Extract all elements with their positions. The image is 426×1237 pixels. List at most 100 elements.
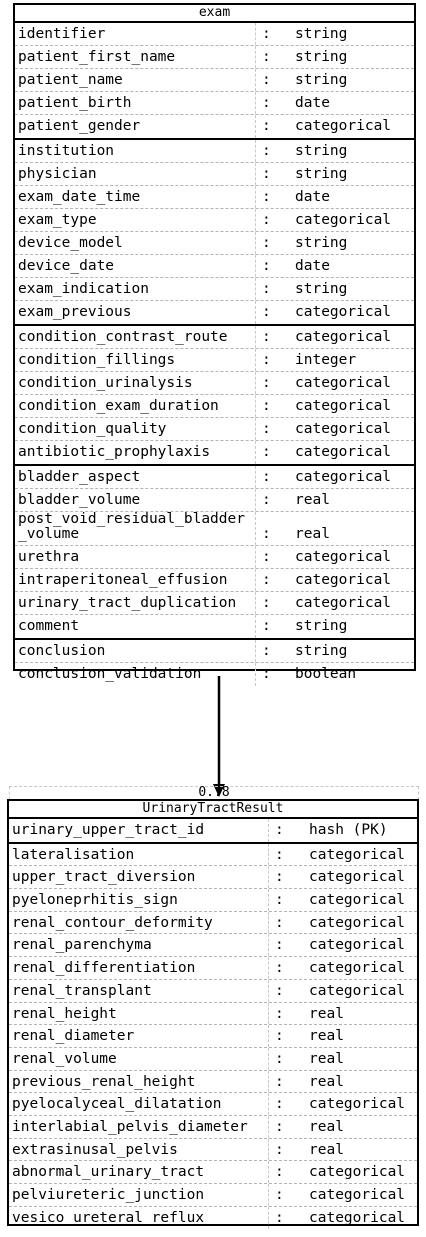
column-divider (255, 69, 256, 91)
attribute-name: identifier (18, 26, 106, 42)
type-separator: : (275, 937, 284, 954)
attribute-row: condition_contrast_route:categorical (15, 326, 414, 349)
column-divider (255, 326, 256, 348)
type-separator: : (275, 1141, 284, 1158)
type-separator: : (275, 1209, 284, 1226)
attribute-name: condition_fillings (18, 352, 176, 368)
column-divider (268, 1070, 269, 1093)
attribute-row: identifier:string (15, 23, 414, 46)
column-divider (255, 569, 256, 591)
attribute-row: previous_renal_height:real (9, 1070, 417, 1094)
column-divider (255, 255, 256, 277)
attribute-name: conclusion (18, 643, 106, 659)
attribute-type: string (295, 72, 348, 88)
attribute-name: renal_diameter (12, 1028, 135, 1045)
column-divider (268, 1138, 269, 1161)
attribute-row: renal_contour_deformity:categorical (9, 911, 417, 935)
attribute-type: real (309, 1005, 344, 1022)
column-divider (255, 512, 256, 545)
attribute-type: categorical (295, 444, 392, 460)
attribute-row: device_date:date (15, 255, 414, 278)
attribute-name: bladder_volume (18, 492, 141, 508)
attribute-name: condition_urinalysis (18, 375, 193, 391)
type-separator: : (262, 469, 271, 485)
attribute-row: pyelocalyceal_dilatation:categorical (9, 1093, 417, 1116)
attribute-name: urinary_upper_tract_id (12, 822, 205, 838)
type-separator: : (275, 982, 284, 999)
attribute-row: interlabial_pelvis_diameter:real (9, 1115, 417, 1139)
attribute-type: categorical (295, 118, 392, 134)
column-divider (255, 301, 256, 324)
column-divider (255, 615, 256, 638)
attribute-row: renal_transplant:categorical (9, 979, 417, 1003)
attribute-type: categorical (295, 595, 392, 611)
type-separator: : (275, 1187, 284, 1203)
column-divider (268, 957, 269, 979)
column-divider (255, 546, 256, 568)
type-separator: : (262, 549, 271, 565)
type-separator: : (262, 189, 271, 205)
attribute-type: categorical (309, 892, 406, 909)
attribute-row: vesico_ureteral_reflux:categorical (9, 1206, 417, 1230)
attribute-type: integer (295, 352, 357, 368)
attribute-type: real (309, 1028, 344, 1045)
attribute-name: urinary_tract_duplication (18, 595, 237, 611)
attribute-name: exam_previous (18, 304, 132, 320)
multiplicity-label: 0..8 (9, 786, 419, 800)
exam-table-title: exam (15, 5, 414, 23)
attribute-name: exam_type (18, 212, 97, 228)
type-separator: : (262, 572, 271, 588)
attribute-name: interlabial_pelvis_diameter (12, 1118, 248, 1135)
attribute-type: categorical (295, 375, 392, 391)
attribute-row: urinary_upper_tract_id:hash (PK) (9, 819, 417, 842)
attribute-row: exam_type:categorical (15, 209, 414, 232)
type-separator: : (275, 914, 284, 931)
type-separator: : (262, 595, 271, 611)
type-separator: : (262, 666, 271, 682)
column-divider (268, 1002, 269, 1025)
type-separator: : (262, 95, 271, 111)
attribute-group: identifier:string patient_first_name: stri… (15, 23, 414, 140)
type-separator: : (262, 492, 271, 508)
type-separator: : (262, 118, 271, 134)
column-divider (255, 278, 256, 300)
attribute-row: patient_birth:date (15, 92, 414, 115)
type-separator: : (262, 643, 271, 659)
attribute-row: pelviureteric_junction: categorical (9, 1184, 417, 1207)
column-divider (255, 372, 256, 394)
attribute-name: condition_contrast_route (18, 329, 228, 345)
type-separator: : (262, 352, 271, 368)
attribute-row: conclusion_validation:boolean (15, 663, 414, 686)
attribute-row: condition_quality:categorical (15, 418, 414, 441)
attribute-row: renal_parenchyma:categorical (9, 934, 417, 958)
attribute-type: categorical (309, 982, 406, 999)
attribute-name: patient_birth (18, 95, 132, 111)
attribute-type: string (295, 281, 348, 297)
attribute-name: device_date (18, 258, 115, 274)
attribute-row: extrasinusal_pelvis:real (9, 1138, 417, 1162)
type-separator: : (275, 846, 284, 863)
attribute-row: bladder_volume:real (15, 489, 414, 512)
column-divider (255, 663, 256, 686)
attribute-name: pyeloneprhitis_sign (12, 892, 178, 909)
attribute-row: pyeloneprhitis_sign:categorical (9, 889, 417, 912)
type-separator: : (262, 618, 271, 634)
result-table-body: urinary_upper_tract_id:hash (PK)laterali… (9, 819, 417, 1230)
attribute-type: categorical (295, 421, 392, 437)
column-divider (268, 843, 269, 866)
attribute-type: categorical (309, 846, 406, 863)
attribute-name: patient_first_name (18, 49, 176, 65)
type-separator: : (262, 212, 271, 228)
attribute-type: categorical (309, 1187, 406, 1203)
attribute-name: renal_differentiation (12, 960, 196, 977)
attribute-name: pelviureteric_junction (12, 1187, 205, 1203)
attribute-name: comment (18, 618, 80, 634)
attribute-type: hash (PK) (309, 822, 388, 838)
column-divider (268, 1184, 269, 1206)
type-separator: : (275, 1005, 284, 1022)
column-divider (268, 1047, 269, 1070)
type-separator: : (275, 1050, 284, 1067)
attribute-row: renal_diameter:real (9, 1025, 417, 1048)
